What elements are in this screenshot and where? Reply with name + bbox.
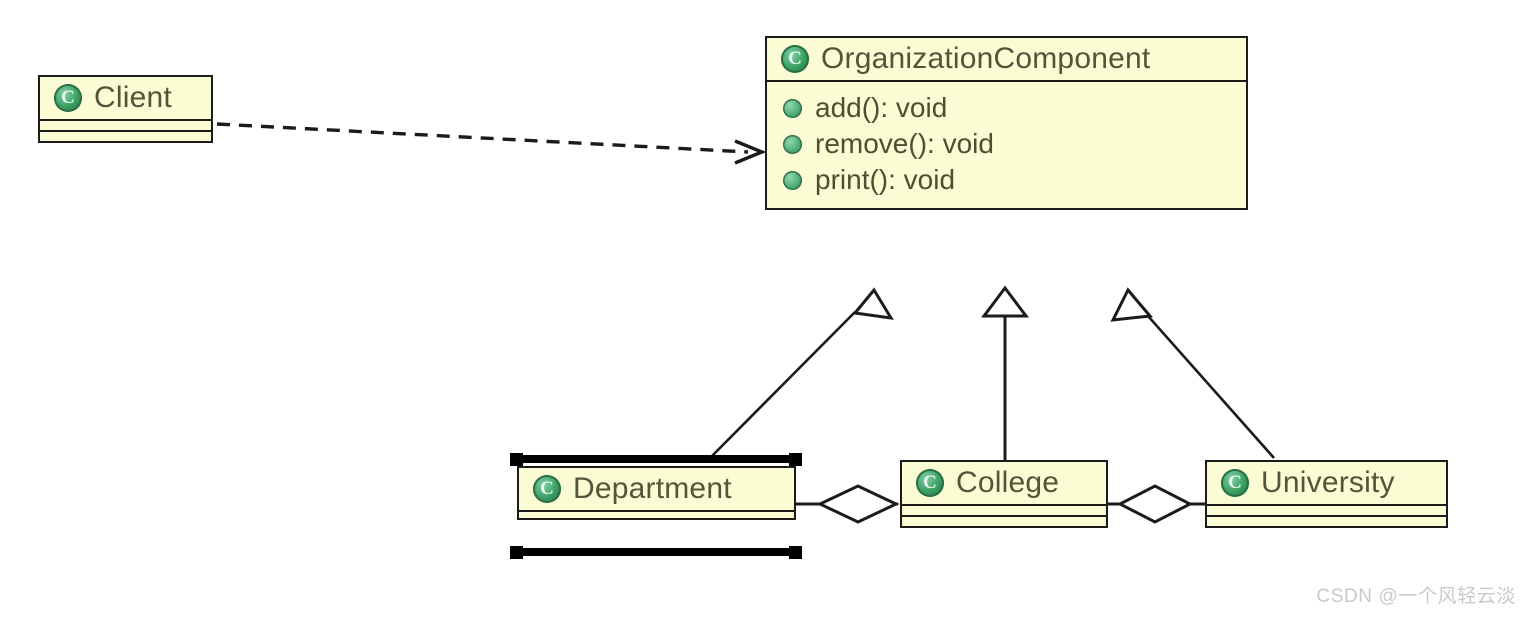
operation-signature: remove(): void [815,128,994,159]
compartment-divider [902,504,1106,506]
operation-row[interactable]: add(): void [767,90,1246,126]
compartment-divider [40,119,211,121]
aggregation-college-to-department[interactable] [796,484,900,524]
class-title-college: College [902,462,1106,504]
class-name: Department [573,472,732,505]
compartment-divider [1207,504,1446,506]
operation-signature: add(): void [815,92,948,123]
attributes-compartment[interactable] [1207,506,1446,515]
class-title-university: University [1207,462,1446,504]
watermark-text: CSDN @一个风轻云淡 [1316,586,1516,607]
operations-compartment[interactable] [902,517,1106,526]
class-icon [54,84,82,112]
attributes-compartment[interactable] [519,512,794,518]
operation-row[interactable]: print(): void [767,162,1246,198]
aggregation-university-to-college[interactable] [1108,484,1205,524]
attributes-compartment[interactable] [902,506,1106,515]
selection-handle-top-left[interactable] [510,453,523,466]
operations-compartment[interactable] [40,132,211,141]
class-box-client[interactable]: Client [38,75,213,143]
compartment-divider [519,510,794,512]
compartment-divider [1207,515,1446,517]
class-title-organizationcomponent: OrganizationComponent [767,38,1246,80]
class-name: University [1261,466,1395,499]
compartment-divider [902,515,1106,517]
operation-row[interactable]: remove(): void [767,126,1246,162]
public-member-icon [783,170,802,190]
public-member-icon [783,134,802,154]
generalization-college-to-organizationcomponent[interactable] [981,285,1029,460]
class-box-organizationcomponent[interactable]: OrganizationComponent add(): void remove… [765,36,1248,210]
compartment-divider [767,80,1246,82]
selection-handle-top-right[interactable] [789,453,802,466]
class-name: College [956,466,1060,499]
class-title-department: Department [519,468,794,510]
class-box-college[interactable]: College [900,460,1108,528]
class-icon [1221,469,1249,497]
operation-signature: print(): void [815,164,956,195]
compartment-divider [40,130,211,132]
generalization-university-to-organizationcomponent[interactable] [1110,287,1275,459]
selection-handle-bottom-left[interactable] [510,546,523,559]
operations-compartment[interactable] [1207,517,1446,526]
attributes-compartment[interactable] [40,121,211,130]
generalization-department-to-organizationcomponent[interactable] [709,287,894,459]
class-box-university[interactable]: University [1205,460,1448,528]
class-box-department[interactable]: Department [517,466,796,520]
public-member-icon [783,98,802,118]
class-icon [916,469,944,497]
class-title-client: Client [40,77,211,119]
class-icon [533,475,561,503]
class-name: Client [94,81,172,114]
selection-handle-bottom-right[interactable] [789,546,802,559]
class-name: OrganizationComponent [821,42,1151,75]
selection-bar-bottom [517,548,796,556]
operations-compartment[interactable]: add(): void remove(): void print(): void [767,82,1246,208]
dependency-client-to-organizationcomponent[interactable] [216,122,767,165]
class-icon [781,45,809,73]
selection-bar-top [517,455,796,463]
